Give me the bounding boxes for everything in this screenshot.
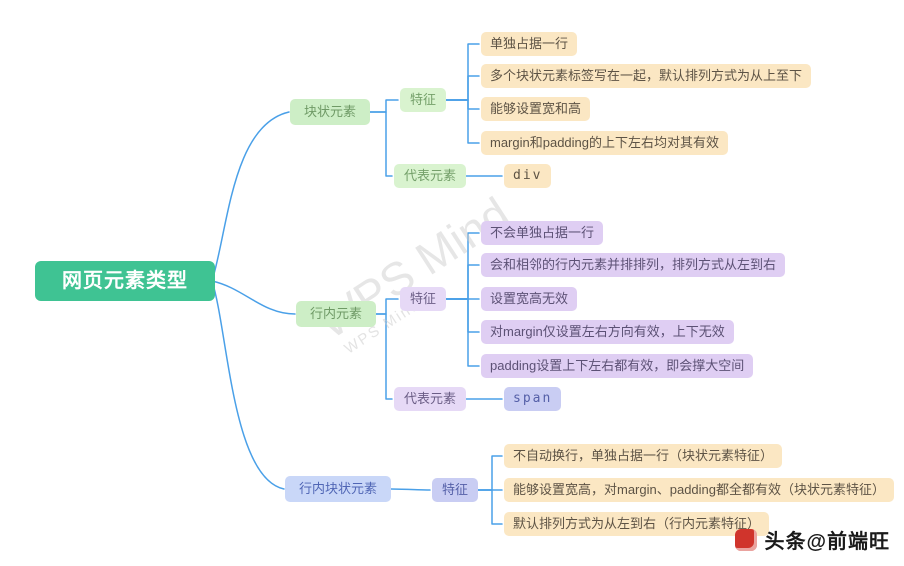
leaf-block-feature-1[interactable]: 单独占据一行 [481,32,578,56]
node-inline-representatives[interactable]: 代表元素 [394,387,467,411]
connector [445,99,480,110]
leaf-inline-block-feature-3[interactable]: 默认排列方式为从左到右（行内元素特征） [504,512,770,536]
branch-inline-block-element[interactable]: 行内块状元素 [285,476,392,502]
connector-root-inline [211,280,296,315]
toutiao-logo-icon [735,528,758,551]
connector [477,489,503,525]
leaf-block-representative-div[interactable]: div [504,164,552,188]
leaf-inline-feature-3[interactable]: 设置宽高无效 [481,287,578,311]
node-inline-features[interactable]: 特征 [400,287,447,311]
connector-root-block [211,111,290,282]
node-block-features[interactable]: 特征 [400,88,447,112]
leaf-inline-block-feature-1[interactable]: 不自动换行，单独占据一行（块状元素特征） [504,444,783,468]
connector [390,488,431,491]
connector [369,111,393,177]
branch-inline-element[interactable]: 行内元素 [296,301,377,327]
connector [369,99,399,113]
leaf-inline-feature-1[interactable]: 不会单独占据一行 [481,221,604,245]
leaf-inline-block-feature-2[interactable]: 能够设置宽高，对margin、padding都全都有效（块状元素特征） [504,478,895,502]
footer-branding: 头条@前端旺 [735,525,890,554]
connector [445,264,480,300]
leaf-block-feature-2[interactable]: 多个块状元素标签写在一起，默认排列方式为从上至下 [481,64,812,88]
node-block-representatives[interactable]: 代表元素 [394,164,467,188]
leaf-inline-feature-4[interactable]: 对margin仅设置左右方向有效，上下无效 [481,320,734,344]
node-inline-block-features[interactable]: 特征 [432,478,479,502]
leaf-inline-feature-2[interactable]: 会和相邻的行内元素并排排列，排列方式从左到右 [481,253,786,277]
connector [445,75,480,101]
footer-author-label: 头条@前端旺 [764,531,890,553]
connector [445,232,480,300]
connector [445,43,480,101]
leaf-inline-representative-span[interactable]: span [504,387,562,411]
connector [375,313,393,400]
branch-block-element[interactable]: 块状元素 [290,99,371,125]
connector [445,298,480,333]
leaf-inline-feature-5[interactable]: padding设置上下左右都有效，即会撑大空间 [481,354,754,378]
leaf-block-feature-4[interactable]: margin和padding的上下左右均对其有效 [481,131,729,155]
connector [477,455,503,491]
root-node[interactable]: 网页元素类型 [35,261,215,301]
connector-root-inlineblock [211,280,285,490]
leaf-block-feature-3[interactable]: 能够设置宽和高 [481,97,591,121]
connector [445,298,480,367]
connector [445,99,480,144]
connector [375,298,399,315]
